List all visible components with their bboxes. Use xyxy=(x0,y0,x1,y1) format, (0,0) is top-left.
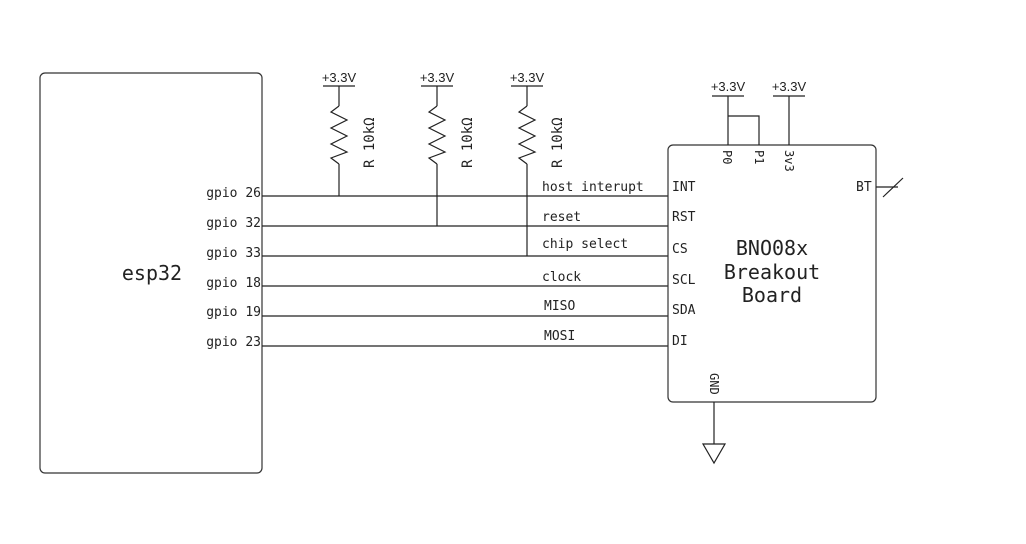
p1-jumper xyxy=(728,115,760,145)
esp32-pin-label: gpio 18 xyxy=(206,276,261,291)
esp32-pin-label: gpio 33 xyxy=(206,246,261,261)
supply-label: +3.3V xyxy=(420,70,455,85)
breakout-pin-label: BT xyxy=(856,180,872,195)
signal-label: chip select xyxy=(542,237,628,252)
breakout-pin-label: SDA xyxy=(672,303,696,318)
esp32-pin-label: gpio 19 xyxy=(206,305,261,320)
pullup-resistor: +3.3V R 10kΩ xyxy=(322,70,378,196)
esp32-pin-label: gpio 32 xyxy=(206,216,261,231)
breakout-pin-label: GND xyxy=(707,373,721,395)
breakout-title-line2: Breakout xyxy=(724,260,820,284)
signal-label: clock xyxy=(542,270,581,285)
breakout-pin-label: 3v3 xyxy=(782,150,796,172)
esp32-label: esp32 xyxy=(122,261,182,285)
esp32-pin-label: gpio 26 xyxy=(206,186,261,201)
pullup-resistor: +3.3V R 10kΩ xyxy=(510,70,566,256)
breakout-title-line1: BNO08x xyxy=(736,236,808,260)
ground-symbol xyxy=(701,443,727,465)
breakout-block xyxy=(667,144,877,403)
signal-label: reset xyxy=(542,210,581,225)
breakout-pin-label: SCL xyxy=(672,273,696,288)
breakout-pin-label: CS xyxy=(672,242,688,257)
esp32-pin-label: gpio 23 xyxy=(206,335,261,350)
breakout-pin-label: INT xyxy=(672,180,696,195)
breakout-pin-label: P1 xyxy=(752,150,766,164)
breakout-title-line3: Board xyxy=(742,283,802,307)
supply-label: +3.3V xyxy=(772,79,807,94)
esp32-block xyxy=(39,72,263,474)
resistor-label: R 10kΩ xyxy=(362,117,378,168)
resistor-zigzag xyxy=(427,105,447,165)
resistor-zigzag xyxy=(517,105,537,165)
signal-label: host interupt xyxy=(542,180,644,195)
breakout-pin-label: P0 xyxy=(720,150,734,164)
v3-supply: +3.3V xyxy=(772,79,807,145)
breakout-pin-label: RST xyxy=(672,210,696,225)
no-connect-marker xyxy=(882,177,904,198)
pullup-resistor: +3.3V R 10kΩ xyxy=(420,70,476,226)
signal-label: MOSI xyxy=(544,329,575,344)
supply-label: +3.3V xyxy=(711,79,746,94)
p-pins-supply: +3.3V xyxy=(711,79,760,145)
resistor-zigzag xyxy=(329,105,349,165)
resistor-label: R 10kΩ xyxy=(460,117,476,168)
breakout-pin-label: DI xyxy=(672,334,688,349)
signal-label: MISO xyxy=(544,299,575,314)
supply-label: +3.3V xyxy=(510,70,545,85)
supply-label: +3.3V xyxy=(322,70,357,85)
resistor-label: R 10kΩ xyxy=(550,117,566,168)
